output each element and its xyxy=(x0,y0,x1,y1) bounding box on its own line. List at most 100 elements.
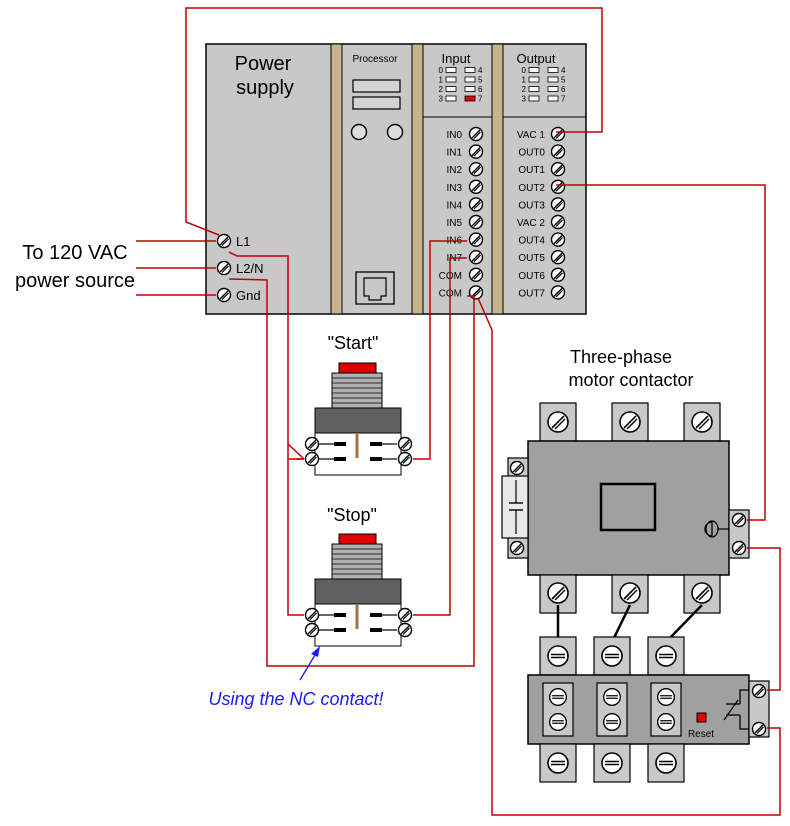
terminal-label: OUT6 xyxy=(518,271,545,282)
svg-text:supply: supply xyxy=(236,77,294,99)
led-indicator xyxy=(445,95,457,102)
led-indicator xyxy=(547,76,559,83)
contactor-screw-l1 xyxy=(547,411,569,433)
terminal-screw-l2n xyxy=(216,260,232,276)
wire-overload-com xyxy=(477,297,781,816)
overload-nc-contact-icon xyxy=(723,689,749,730)
terminal-label: IN5 xyxy=(446,218,462,229)
terminal-label: IN4 xyxy=(446,200,462,211)
terminal-label: OUT4 xyxy=(518,236,545,247)
contactor-overload-straps xyxy=(556,604,703,643)
terminal-screw xyxy=(468,126,484,142)
terminal-label: OUT2 xyxy=(518,183,545,194)
power-source-label: To 120 VAC power source xyxy=(15,242,135,292)
terminal-screw xyxy=(550,144,566,159)
svg-text:"Stop": "Stop" xyxy=(327,505,377,525)
terminal-label: IN1 xyxy=(446,148,462,159)
processor-indicator-right xyxy=(386,123,404,141)
reset-button[interactable] xyxy=(696,712,707,723)
wire-out2-coil xyxy=(556,184,766,521)
wire-l1-vac1 xyxy=(185,7,603,236)
terminal-screw xyxy=(550,249,566,265)
processor-indicator-left xyxy=(350,123,368,141)
red-wiring xyxy=(136,7,781,816)
svg-text:Processor: Processor xyxy=(352,54,398,65)
led-number-label: 0 xyxy=(439,66,444,75)
led-indicator xyxy=(445,86,457,92)
led-indicator xyxy=(464,67,476,73)
terminal-screw xyxy=(468,285,484,300)
led-number-label: 6 xyxy=(561,85,566,94)
led-indicator xyxy=(528,67,540,73)
terminal-label: VAC 1 xyxy=(517,130,546,141)
terminal-label-l1: L1 xyxy=(236,234,250,249)
terminal-screw xyxy=(550,214,566,230)
led-indicator xyxy=(547,86,559,92)
terminal-screw xyxy=(468,161,484,177)
motor-contactor: Three-phase motor contactor xyxy=(501,347,750,614)
start-contact-block xyxy=(304,436,413,467)
terminal-screw xyxy=(550,179,566,195)
led-indicator xyxy=(464,76,476,83)
led-number-label: 4 xyxy=(561,66,566,75)
contactor-screw-l3 xyxy=(691,411,713,433)
led-number-label: 2 xyxy=(439,85,444,94)
terminal-screw-l1 xyxy=(216,233,232,249)
terminal-screw xyxy=(550,161,566,177)
coil-screw-a2 xyxy=(731,540,747,556)
contactor-window xyxy=(599,482,657,532)
led-indicator xyxy=(528,76,540,83)
led-indicator xyxy=(464,86,476,92)
svg-text:"Start": "Start" xyxy=(328,333,379,353)
start-button-cap xyxy=(338,362,377,375)
reset-label: Reset xyxy=(688,729,714,740)
wire-coil-overload xyxy=(747,547,781,691)
wire-start-in6 xyxy=(413,240,467,460)
svg-text:Using the NC contact!: Using the NC contact! xyxy=(208,689,383,709)
led-number-label: 5 xyxy=(561,76,566,85)
led-number-label: 3 xyxy=(522,95,527,104)
terminal-screw xyxy=(468,232,484,247)
aux-screw-top xyxy=(509,460,525,476)
start-pushbutton: "Start" xyxy=(304,333,413,476)
terminal-screw xyxy=(468,214,484,230)
wire-stop-in7 xyxy=(413,257,467,616)
terminal-screw xyxy=(550,126,566,142)
led-number-label: 7 xyxy=(478,95,483,104)
overload-relay: Reset xyxy=(527,636,770,783)
svg-text:Three-phase: Three-phase xyxy=(570,347,672,367)
led-number-label: 1 xyxy=(439,76,444,85)
stop-contact-block xyxy=(304,607,413,638)
led-number-label: 4 xyxy=(478,66,483,75)
terminal-label: IN2 xyxy=(446,165,462,176)
terminal-screw xyxy=(468,144,484,159)
terminal-screw xyxy=(550,197,566,212)
coil-symbol-icon xyxy=(704,521,713,537)
stop-button-cap xyxy=(338,533,377,546)
aux-screw-bottom xyxy=(509,540,525,556)
terminal-label: OUT1 xyxy=(518,165,545,176)
led-number-label: 6 xyxy=(478,85,483,94)
terminal-screw-gnd xyxy=(216,287,232,303)
nc-contact-annotation: Using the NC contact! xyxy=(208,646,384,709)
led-indicator xyxy=(528,86,540,92)
led-number-label: 7 xyxy=(561,95,566,104)
svg-text:power source: power source xyxy=(15,270,135,292)
terminal-label: OUT5 xyxy=(518,253,545,264)
svg-text:Input: Input xyxy=(442,51,471,66)
led-indicator xyxy=(445,76,457,83)
led-number-label: 2 xyxy=(522,85,527,94)
led-number-label: 0 xyxy=(522,66,527,75)
terminal-label-l2n: L2/N xyxy=(236,261,263,276)
terminal-label: IN3 xyxy=(446,183,462,194)
led-indicator-active xyxy=(464,95,476,102)
terminal-screw xyxy=(550,285,566,300)
overload-screw-95 xyxy=(751,683,767,699)
led-indicator xyxy=(547,95,559,102)
wire-l1-start xyxy=(228,251,304,460)
